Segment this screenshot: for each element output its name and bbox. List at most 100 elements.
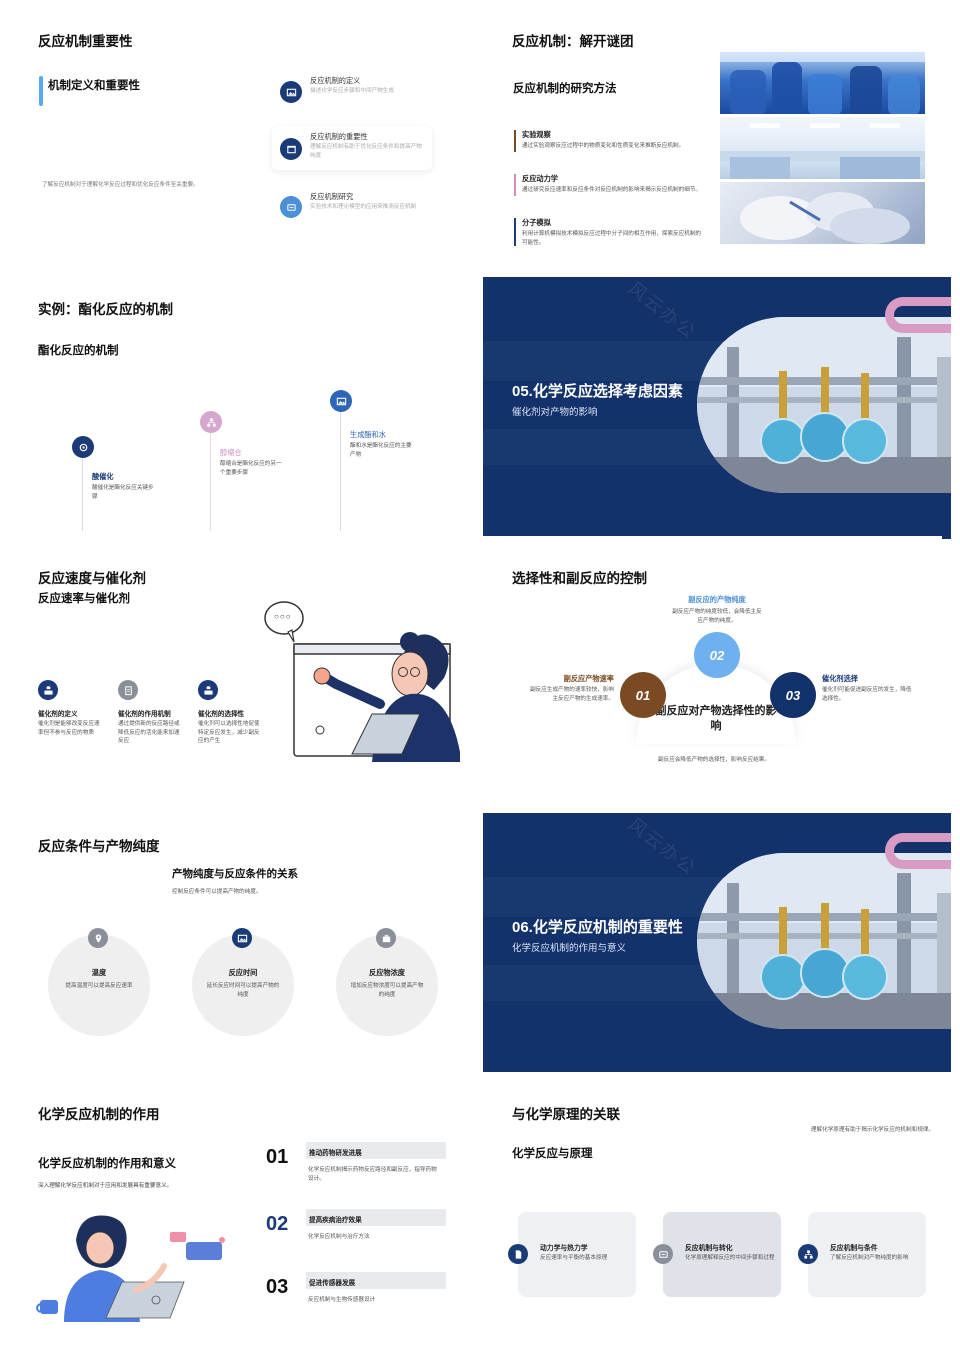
archive-icon <box>280 138 302 160</box>
slide-rate-catalyst: 反应速度与催化剂 反应速率与催化剂 催化剂的定义 催化剂是能够改变反应速率但不参… <box>0 536 468 799</box>
step-title: 酸催化 <box>92 472 114 481</box>
catalyst-icon <box>38 680 58 700</box>
card-title: 催化剂的定义 <box>38 711 78 718</box>
slide-conditions-purity: 反应条件与产物纯度 产物纯度与反应条件的关系 控制反应条件可以提高产物的纯度。 … <box>0 804 468 1067</box>
section-heading: 酯化反应的机制 <box>38 345 119 357</box>
item-text: 化学反应机制揭示药物反应路径和副反应，指导药物设计。 <box>308 1167 437 1182</box>
condition-title: 反应物浓度 <box>369 968 405 977</box>
chat-icon <box>280 196 302 218</box>
step-text: 酸催化是酯化反应关键步骤 <box>92 485 154 500</box>
section-slide-06: 风云办公 06.化学反应机制的重要性 化学反应机制的作用与意义 <box>483 813 951 1075</box>
slide-title: 反应机制重要性 <box>38 34 133 49</box>
timeline-step: 酸催化 酸催化是酯化反应关键步骤 <box>72 436 162 531</box>
slide-title: 实例：酯化反应的机制 <box>38 302 173 317</box>
description: 了解反应机制对于理解化学反应过程和优化反应条件至关重要。 <box>42 182 199 188</box>
marker-bar <box>514 174 516 196</box>
chat-icon <box>653 1244 673 1264</box>
item-text: 描述化学反应步骤和中间产物生成 <box>310 88 394 94</box>
card-text: 反应速率与平衡的基本原理 <box>540 1255 608 1261</box>
item-title: 反应动力学 <box>522 174 558 183</box>
card-title: 动力学与热力学 <box>540 1245 588 1252</box>
list-item: 反应机制的重要性 理解反应机制有助于优化反应条件和提高产物纯度 <box>272 126 432 170</box>
condition-title: 反应时间 <box>228 968 258 977</box>
item-text: 理解反应机制有助于优化反应条件和提高产物纯度 <box>310 144 422 159</box>
principle-card: 反应机制与条件 了解反应机制对产物纯度的影响 <box>798 1212 926 1297</box>
item-text: 利用计算机模拟技术模拟反应过程中分子间的相互作用，探索反应机制的可能性。 <box>522 231 702 246</box>
condition-title: 温度 <box>91 968 107 977</box>
accent-bar <box>39 76 43 106</box>
card-text: 化学原理解释反应的中间步骤和过程 <box>685 1255 775 1261</box>
point-text: 副反应生成产物的速率较快，影响主反应产物的生成速率。 <box>530 687 614 702</box>
item-title: 提高疾病治疗效果 <box>306 1209 446 1226</box>
bottom-note: 副反应会降低产物的选择性，影响反应结果。 <box>658 757 770 763</box>
principle-card: 动力学与热力学 反应速率与平衡的基本原理 <box>508 1212 636 1297</box>
feature-card: 催化剂的选择性 催化剂可以选择性地促使特定反应发生，减少副反应的产生 <box>198 680 264 746</box>
slide-mechanism-role: 化学反应机制的作用 化学反应机制的作用和意义 深入理解化学反应机制对于应用和发展… <box>0 1072 470 1352</box>
step-text: 酯和水是酯化反应的主要产物 <box>350 443 412 458</box>
card-title: 催化剂的作用机制 <box>118 711 171 718</box>
point-title: 副反应产物速率 <box>563 674 614 683</box>
point-01: 副反应产物速率 副反应生成产物的速率较快，影响主反应产物的生成速率。 <box>528 674 614 703</box>
item-text: 化学反应机制与治疗方法 <box>308 1234 370 1240</box>
slide-selectivity: 选择性和副反应的控制 副反应对产物选择性的影响 01 02 03 副反应产物速率… <box>474 536 942 799</box>
target-icon <box>72 436 94 458</box>
card-title: 反应机制与条件 <box>830 1245 878 1252</box>
item-text: 反应机制与生物传感器设计 <box>308 1297 376 1303</box>
list-item: 反应机制的定义 描述化学反应步骤和中间产物生成 <box>278 72 428 112</box>
center-label: 副反应对产物选择性的影响 <box>655 705 777 732</box>
slide-reaction-importance: 反应机制重要性 机制定义和重要性 了解反应机制对于理解化学反应过程和优化反应条件… <box>0 0 468 263</box>
image-icon <box>280 81 302 103</box>
item-text: 实验技术和理论模型的应用来推测反应机制 <box>310 204 417 210</box>
catalyst-icon <box>198 680 218 700</box>
person-laptop-illustration <box>36 1210 232 1322</box>
section-heading: 反应速率与催化剂 <box>38 593 130 605</box>
step-line <box>82 446 83 531</box>
condition-card: 温度 提高温度可以提高反应速率 <box>48 928 150 1036</box>
item-title: 反应机制的重要性 <box>310 132 368 141</box>
point-text: 副反应产物的纯度较低，会降低主反应产物的纯度。 <box>672 609 762 624</box>
speech-dots: ○○○ <box>274 612 292 621</box>
item-text: 通过研究反应速率和反应条件对反应机制的影响来揭示反应机制的细节。 <box>522 187 702 193</box>
section-heading: 产物纯度与反应条件的关系 <box>172 868 298 880</box>
description: 控制反应条件可以提高产物的纯度。 <box>172 889 262 895</box>
slide-title: 反应条件与产物纯度 <box>38 839 160 854</box>
feature-card: 催化剂的定义 催化剂是能够改变反应速率但不参与反应的物质 <box>38 680 104 737</box>
method-item: 实验观察 通过实验观察反应过程中的物质变化和性质变化来推断反应机制。 <box>514 130 706 152</box>
point-title: 催化剂选择 <box>822 674 858 683</box>
point-text: 催化剂可能促进副反应的发生，降低选择性。 <box>822 687 912 702</box>
section-heading: 机制定义和重要性 <box>48 80 140 92</box>
section-slide-05: 风云办公 05.化学反应选择考虑因素 催化剂对产物的影响 <box>483 277 951 539</box>
network-icon <box>200 411 222 433</box>
marker-bar <box>514 130 516 152</box>
card-text: 催化剂可以选择性地促使特定反应发生，减少副反应的产生 <box>198 721 260 745</box>
location-icon <box>88 928 108 948</box>
decorative-ring <box>885 833 951 869</box>
condition-text: 提高温度可以提高反应速率 <box>65 983 133 989</box>
step-title: 醇缩合 <box>220 448 242 457</box>
badge-03: 03 <box>770 672 816 718</box>
section-heading: 化学反应机制的作用和意义 <box>38 1158 176 1170</box>
step-title: 生成酯和水 <box>350 430 386 439</box>
card-title: 催化剂的选择性 <box>198 711 245 718</box>
method-item: 分子模拟 利用计算机模拟技术模拟反应过程中分子间的相互作用，探索反应机制的可能性… <box>514 218 706 247</box>
condition-card: 反应时间 延长反应时间可以提高产物的纯度 <box>192 928 294 1036</box>
item-title: 促进传感器发展 <box>306 1272 446 1289</box>
description: 理解化学原理有助于揭示化学反应的机制和规律。 <box>810 1127 934 1133</box>
lab-glassware-photo <box>720 52 925 114</box>
gloved-hands-photo <box>720 182 925 244</box>
watermark: 风云办公 <box>624 278 701 344</box>
section-heading: 反应机制的研究方法 <box>513 83 617 95</box>
cleanroom-lab-photo <box>720 117 925 179</box>
slide-title: 化学反应机制的作用 <box>38 1107 160 1122</box>
item-number: 01 <box>266 1146 289 1168</box>
decorative-ring <box>885 297 951 333</box>
card-text: 通过提供新的反应路径或降低反应的活化能来加速反应 <box>118 721 180 745</box>
image-icon <box>330 390 352 412</box>
badge-01: 01 <box>620 672 666 718</box>
item-title: 推动药物研发进展 <box>306 1142 446 1159</box>
slide-title: 与化学原理的关联 <box>512 1107 620 1122</box>
condition-text: 延长反应时间可以提高产物的纯度 <box>206 983 280 998</box>
step-line <box>340 400 341 531</box>
teacher-illustration: ○○○ <box>262 594 462 764</box>
list-item: 反应机制研究 实验技术和理论模型的应用来推测反应机制 <box>278 186 428 226</box>
